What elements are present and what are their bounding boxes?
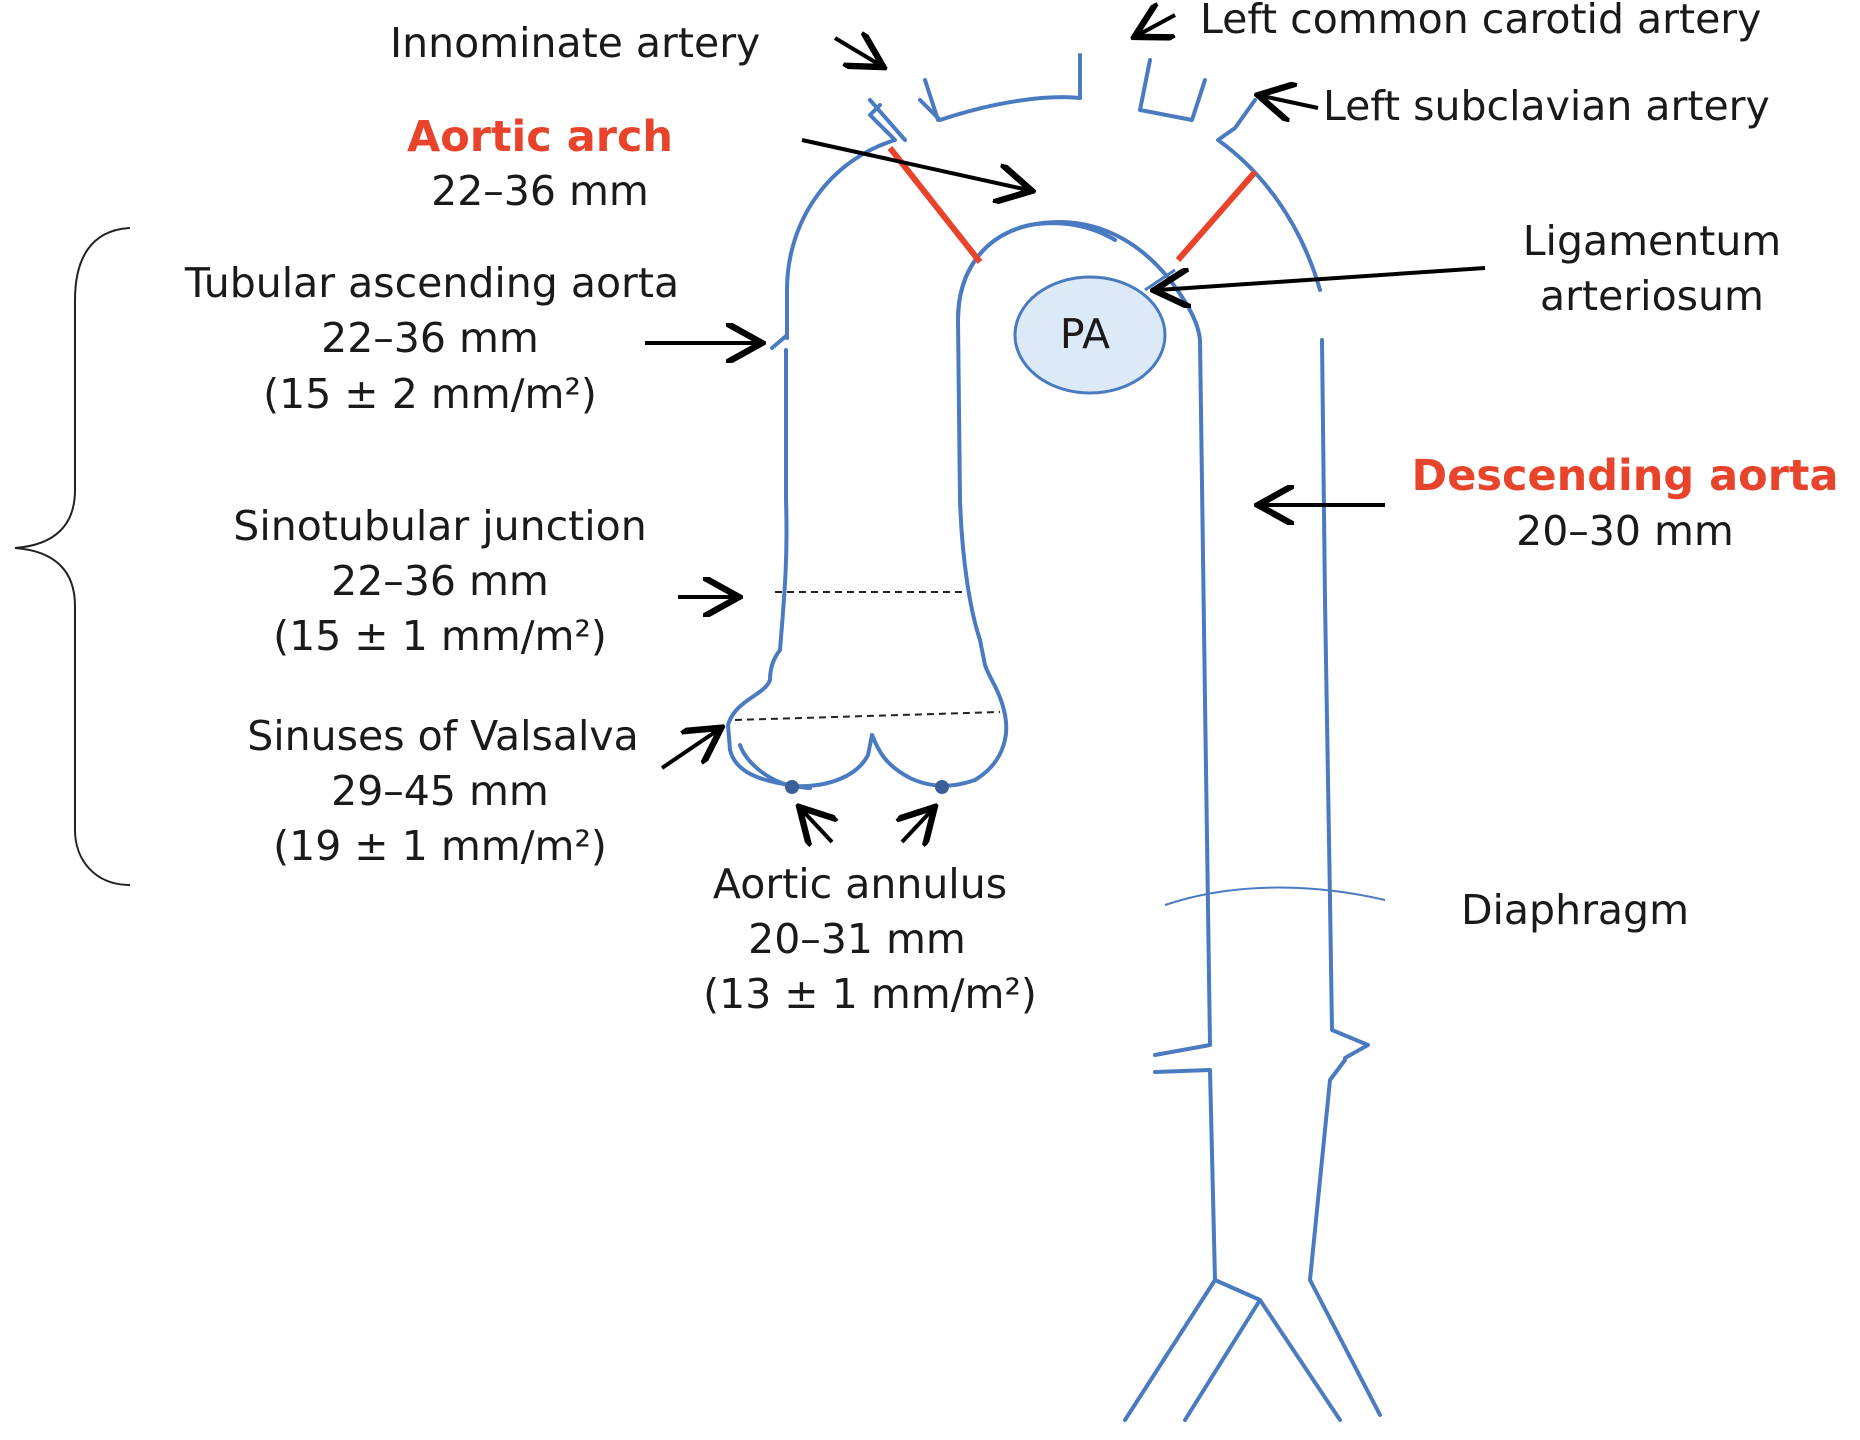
sinus-dashed-line (735, 712, 1000, 720)
label-sinuses-title: Sinuses of Valsalva (247, 712, 639, 760)
label-annulus-title: Aortic annulus (713, 860, 1007, 908)
label-innominate-artery: Innominate artery (390, 19, 760, 67)
aorta-outline (728, 55, 1385, 1420)
aortic-root-bracket (15, 228, 130, 885)
label-tubular-ascending-range: 22–36 mm (321, 314, 539, 362)
arrow-sinuses (662, 730, 718, 768)
label-pa: PA (1060, 310, 1110, 358)
arch-top-segment (920, 55, 1080, 120)
label-aortic-arch-title: Aortic arch (407, 112, 673, 162)
arrow-annulus-right (902, 810, 932, 842)
label-left-common-carotid: Left common carotid artery (1200, 0, 1761, 43)
label-sinuses-range: 29–45 mm (331, 767, 549, 815)
label-ligamentum-line1: Ligamentum (1523, 217, 1782, 265)
label-tubular-ascending-index: (15 ± 2 mm/m²) (263, 370, 597, 418)
arch-end-marker (1178, 172, 1255, 260)
arrow-subclavian (1262, 96, 1318, 108)
label-aortic-arch-range: 22–36 mm (431, 167, 649, 215)
diaphragm-line (1165, 888, 1385, 906)
label-descending-range: 20–30 mm (1516, 507, 1734, 555)
label-sinuses-index: (19 ± 1 mm/m²) (273, 822, 607, 870)
annulus-dot-left (785, 780, 799, 794)
carotid-branch (1140, 60, 1205, 120)
arrow-ligamentum (1158, 268, 1485, 290)
descending-inner-wall (1125, 280, 1215, 1420)
arrow-innominate (835, 38, 880, 65)
ascending-tick (772, 336, 786, 348)
label-sinotubular-index: (15 ± 1 mm/m²) (273, 612, 607, 660)
descending-outer-wall (1310, 340, 1380, 1415)
arrow-annulus-left (802, 810, 832, 842)
label-descending-title: Descending aorta (1412, 451, 1839, 501)
arch-start-marker (890, 148, 980, 262)
label-ligamentum-line2: arteriosum (1540, 272, 1764, 320)
label-diaphragm: Diaphragm (1461, 886, 1689, 934)
label-tubular-ascending-title: Tubular ascending aorta (184, 259, 679, 307)
annulus-dot-right (935, 780, 949, 794)
label-left-subclavian: Left subclavian artery (1323, 82, 1770, 130)
arrow-carotid (1138, 15, 1175, 35)
label-annulus-range: 20–31 mm (748, 915, 966, 963)
label-sinotubular-title: Sinotubular junction (233, 502, 646, 550)
ascending-aorta-left-wall-lower (780, 350, 787, 650)
sinus-bottom-cusps (740, 715, 1006, 786)
iliac-bifurcation (1185, 1280, 1340, 1420)
label-annulus-index: (13 ± 1 mm/m²) (703, 970, 1037, 1018)
label-sinotubular-range: 22–36 mm (331, 557, 549, 605)
